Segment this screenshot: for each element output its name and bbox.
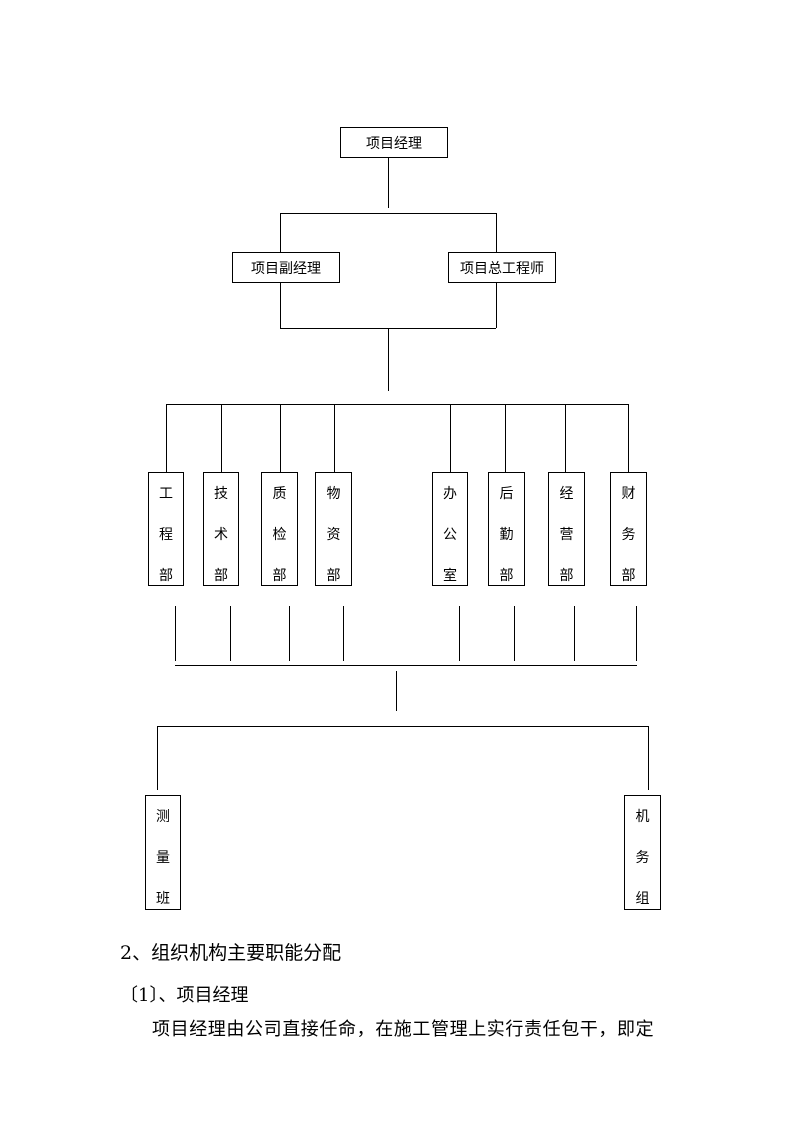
dept-char: 办: [443, 486, 457, 502]
node-project-manager: 项目经理: [340, 127, 448, 158]
node-chief-engineer: 项目总工程师: [448, 252, 556, 283]
connector-line: [636, 606, 637, 661]
subsection-heading: 〔1〕、项目经理: [120, 985, 249, 1006]
team-survey: 测 量 班: [145, 795, 181, 910]
dept-technology: 技 术 部: [203, 472, 239, 586]
team-char: 量: [156, 850, 170, 866]
dept-engineering: 工 程 部: [148, 472, 184, 586]
dept-quality: 质 检 部: [261, 472, 298, 586]
dept-char: 检: [272, 527, 287, 543]
dept-char: 务: [621, 527, 636, 543]
dept-char: 部: [326, 568, 341, 584]
connector-line: [343, 606, 344, 661]
dept-materials: 物 资 部: [315, 472, 352, 586]
node-label: 项目副经理: [251, 260, 321, 277]
connector-line: [280, 404, 281, 472]
dept-char: 营: [559, 527, 574, 543]
dept-char: 部: [214, 568, 228, 584]
connector-line: [648, 726, 649, 790]
connector-line: [166, 404, 629, 405]
connector-line: [396, 671, 397, 711]
connector-line: [450, 404, 451, 472]
connector-line: [334, 404, 335, 472]
connector-line: [280, 283, 281, 328]
dept-char: 后: [499, 486, 514, 502]
connector-line: [280, 213, 496, 214]
team-machinery: 机 务 组: [624, 795, 661, 910]
team-char: 机: [635, 809, 650, 825]
connector-line: [388, 328, 389, 391]
dept-char: 资: [326, 527, 341, 543]
connector-line: [175, 665, 637, 666]
dept-char: 部: [621, 568, 636, 584]
dept-char: 经: [559, 486, 574, 502]
dept-char: 工: [159, 486, 173, 502]
dept-operations: 经 营 部: [548, 472, 585, 586]
dept-char: 公: [443, 527, 457, 543]
connector-line: [514, 606, 515, 661]
dept-finance: 财 务 部: [610, 472, 647, 586]
node-label: 项目经理: [366, 135, 422, 152]
dept-char: 勤: [499, 527, 514, 543]
dept-char: 部: [499, 568, 514, 584]
dept-logistics: 后 勤 部: [488, 472, 525, 586]
body-paragraph: 项目经理由公司直接任命，在施工管理上实行责任包干，即定: [152, 1019, 655, 1040]
connector-line: [505, 404, 506, 472]
connector-line: [289, 606, 290, 661]
connector-line: [221, 404, 222, 472]
dept-char: 财: [621, 486, 636, 502]
connector-line: [175, 606, 176, 661]
dept-char: 技: [214, 486, 228, 502]
connector-line: [166, 404, 167, 472]
team-char: 测: [156, 809, 170, 825]
dept-char: 质: [272, 486, 287, 502]
connector-line: [459, 606, 460, 661]
connector-line: [496, 213, 497, 253]
team-char: 务: [635, 850, 650, 866]
dept-char: 部: [272, 568, 287, 584]
connector-line: [280, 213, 281, 253]
dept-char: 术: [214, 527, 228, 543]
dept-office: 办 公 室: [432, 472, 468, 586]
connector-line: [157, 726, 649, 727]
connector-line: [388, 158, 389, 208]
connector-line: [574, 606, 575, 661]
team-char: 组: [635, 891, 650, 907]
dept-char: 室: [443, 568, 457, 584]
team-char: 班: [156, 891, 170, 907]
connector-line: [230, 606, 231, 661]
connector-line: [157, 726, 158, 790]
dept-char: 程: [159, 527, 173, 543]
connector-line: [496, 283, 497, 328]
node-deputy-manager: 项目副经理: [232, 252, 340, 283]
dept-char: 物: [326, 486, 341, 502]
section-heading: 2、组织机构主要职能分配: [120, 942, 342, 964]
node-label: 项目总工程师: [460, 260, 544, 277]
connector-line: [628, 404, 629, 472]
dept-char: 部: [159, 568, 173, 584]
connector-line: [565, 404, 566, 472]
dept-char: 部: [559, 568, 574, 584]
